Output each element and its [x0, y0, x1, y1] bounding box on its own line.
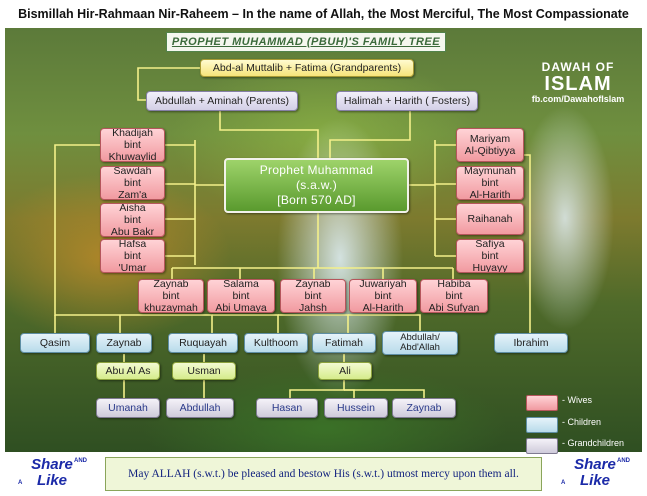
logo-a-text: A: [561, 480, 566, 486]
legend-swatch-children: [526, 417, 558, 433]
legend-grandchildren: - Grandchildren: [526, 436, 636, 456]
prophet-birth: [Born 570 AD]: [277, 193, 356, 207]
prophet-name: Prophet Muhammad: [259, 163, 374, 177]
legend-swatch-grandchildren: [526, 438, 558, 454]
logo-like-text: Like: [36, 472, 67, 489]
wife-name: bint: [124, 214, 141, 226]
brand-line1: DAWAH OF: [541, 60, 615, 74]
wife-name: Al-Harith: [362, 302, 404, 313]
child-spouse-node: Ali: [318, 362, 372, 380]
legend-label-wives: - Wives: [562, 395, 592, 405]
wife-name: bint: [162, 290, 180, 302]
wife-name: Jahsh: [298, 302, 328, 313]
wife-name: Abi Umaya: [215, 302, 267, 313]
legend-label-children: - Children: [562, 417, 602, 427]
wife-name: Zam'a: [118, 189, 147, 200]
grandparents-node: Abd-al Muttalib + Fatima (Grandparents): [200, 59, 414, 77]
share-and-like-logo-left: Share Like AND A: [6, 456, 98, 492]
brand-url: fb.com/DawahofIslam: [531, 94, 625, 104]
wife-name: Habiba: [437, 279, 471, 290]
bismillah-header: Bismillah Hir-Rahmaan Nir-Raheem – In th…: [0, 0, 647, 28]
wife-name: Huyayy: [472, 262, 508, 273]
logo-and-text: AND: [617, 458, 630, 464]
legend-wives: - Wives: [526, 393, 636, 413]
logo-a-text: A: [18, 480, 23, 486]
wife-name: Al-Qibtiyya: [464, 145, 516, 157]
blessing-footer: May ALLAH (s.w.t.) be pleased and bestow…: [105, 457, 542, 491]
wife-node: Raihanah: [456, 203, 524, 235]
wife-name: Juwariyah: [359, 279, 407, 290]
child-node: Kulthoom: [244, 333, 308, 353]
wife-name: bint: [124, 250, 141, 262]
child-node: Ruquayah: [168, 333, 238, 353]
legend-label-grandchildren: - Grandchildren: [562, 438, 625, 448]
share-and-like-logo-right: Share Like AND A: [549, 456, 641, 492]
grandchild-node: Hasan: [256, 398, 318, 418]
wife-name: 'Umar: [118, 262, 147, 273]
wife-name: Abi Sufyan: [428, 302, 480, 313]
legend-swatch-wives: [526, 395, 558, 411]
child-node: Ibrahim: [494, 333, 568, 353]
wife-name: Abu Bakr: [110, 226, 155, 237]
wife-name: Hafsa: [118, 239, 147, 250]
wife-name: Mariyam: [469, 133, 511, 145]
logo-like-text: Like: [579, 472, 610, 489]
wife-name: bint: [445, 290, 463, 302]
child-spouse-node: Abu Al As: [96, 362, 160, 380]
wife-name: bint: [232, 290, 250, 302]
grandchild-node: Abdullah: [166, 398, 234, 418]
logo-share-text: Share: [574, 456, 616, 473]
child-node: Abdullah/ Abd'Allah: [382, 331, 458, 355]
child-node: Qasim: [20, 333, 90, 353]
wife-name: bint: [124, 139, 141, 151]
logo-share-text: Share: [31, 456, 73, 473]
dawah-of-islam-brand: DAWAH OF ISLAM fb.com/DawahofIslam: [523, 60, 633, 104]
wife-name: Khuwaylid: [108, 151, 157, 162]
wife-name: Safiya: [475, 239, 505, 250]
wife-name: Khadijah: [112, 128, 153, 139]
wife-name: bint: [481, 250, 499, 262]
wife-name: bint: [304, 290, 322, 302]
wife-name: bint: [481, 177, 499, 189]
wife-name: Raihanah: [467, 213, 513, 225]
brand-line2: ISLAM: [544, 73, 612, 95]
grandchild-node: Umanah: [96, 398, 160, 418]
wife-name: Zaynab: [153, 279, 189, 290]
wife-name: bint: [374, 290, 392, 302]
prophet-muhammad-node: Prophet Muhammad (s.a.w.) [Born 570 AD]: [224, 158, 409, 213]
wife-name: Aisha: [119, 203, 146, 214]
child-spouse-node: Usman: [172, 362, 236, 380]
prophet-honorific: (s.a.w.): [295, 178, 338, 192]
grandchild-node: Zaynab: [392, 398, 456, 418]
logo-and-text: AND: [74, 458, 87, 464]
fosters-node: Halimah + Harith ( Fosters): [336, 91, 478, 111]
wife-name: Salama: [223, 279, 259, 290]
legend-children: - Children: [526, 415, 636, 435]
wife-name: Al-Harith: [469, 189, 511, 200]
wife-name: khuzaymah: [144, 302, 198, 313]
wife-name: Zaynab: [295, 279, 331, 290]
wife-name: Maymunah: [464, 166, 516, 177]
grandchild-node: Hussein: [324, 398, 388, 418]
parents-node: Abdullah + Aminah (Parents): [146, 91, 298, 111]
wife-name: Sawdah: [113, 166, 152, 177]
child-node: Fatimah: [312, 333, 376, 353]
family-tree-title: PROPHET MUHAMMAD (PBUH)'S FAMILY TREE: [166, 32, 446, 52]
child-node: Zaynab: [96, 333, 152, 353]
wife-name: bint: [124, 177, 141, 189]
